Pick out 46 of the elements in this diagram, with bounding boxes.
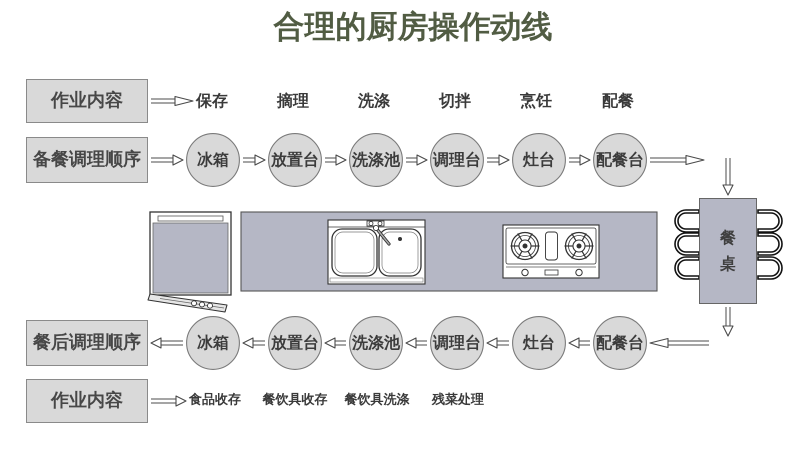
task-label: 餐饮具洗涤 [344,394,410,408]
arrow [722,158,734,196]
arrow [324,337,346,349]
task-label: 食品收存 [189,394,241,408]
arrow [151,395,187,407]
dining-table: 餐桌 [699,198,757,304]
arrow [649,338,709,348]
arrow [242,337,265,349]
arrow [568,337,590,349]
category-box: 备餐调理顺序 [26,137,148,183]
arrow [650,154,705,166]
station-circle: 灶台 [512,133,566,187]
arrow [325,154,347,166]
arrow [151,154,184,166]
category-box: 餐后调理顺序 [26,320,148,366]
station-circle: 配餐台 [593,316,647,370]
arrow [406,154,428,166]
station-circle: 洗涤池 [349,316,403,370]
title: 合理的厨房操作动线 [274,10,552,44]
arrow [487,154,510,166]
station-circle: 洗涤池 [349,133,403,187]
arrow [405,337,427,349]
task-label: 切拌 [439,92,471,110]
station-circle: 调理台 [430,316,484,370]
station-circle: 放置台 [268,133,322,187]
task-label: 配餐 [602,92,634,110]
task-label: 洗涤 [358,92,390,110]
task-label: 餐饮具收存 [262,394,328,408]
station-circle: 放置台 [268,316,322,370]
task-label: 烹饪 [520,92,552,110]
task-label: 保存 [196,92,228,110]
station-circle: 冰箱 [186,316,240,370]
station-circle: 冰箱 [186,133,240,187]
task-label: 残菜处理 [432,394,484,408]
arrow [722,307,734,337]
arrow [243,154,266,166]
arrow [151,96,194,106]
arrow [486,337,509,349]
task-label: 摘理 [277,92,309,110]
station-circle: 灶台 [512,316,566,370]
category-box: 作业内容 [26,79,148,123]
category-box: 作业内容 [26,379,148,423]
arrow [150,337,183,349]
station-circle: 配餐台 [593,133,647,187]
station-circle: 调理台 [430,133,484,187]
arrow [569,154,591,166]
